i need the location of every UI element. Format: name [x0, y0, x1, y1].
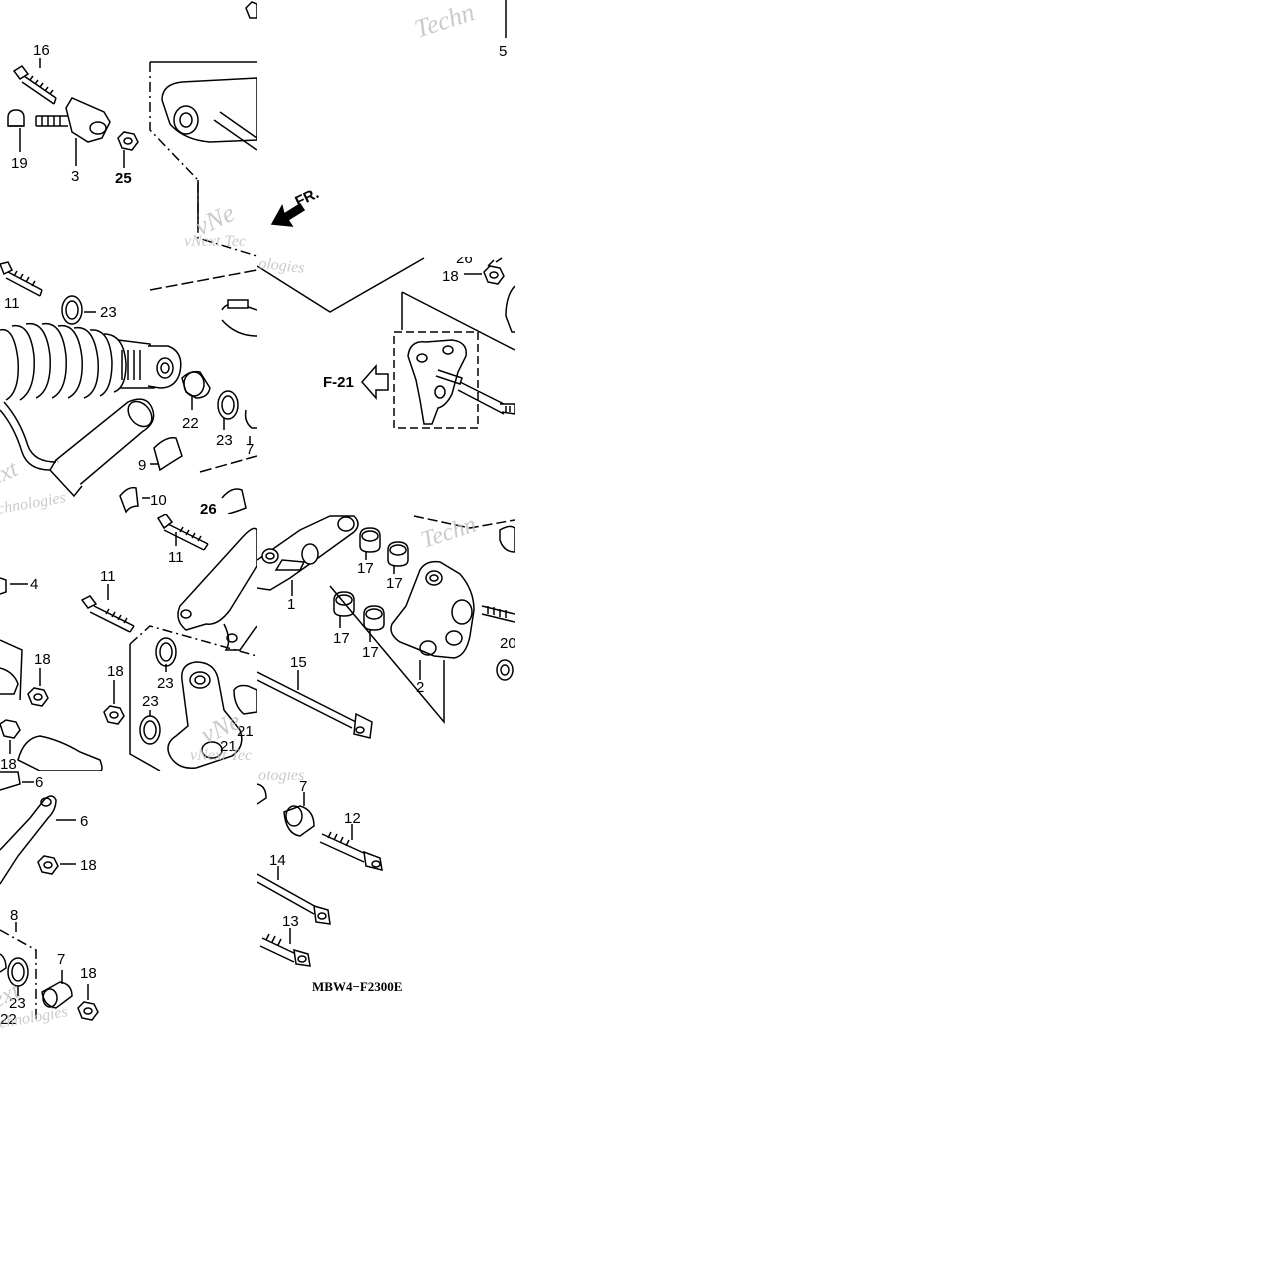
- callout-4: 4: [30, 576, 38, 593]
- callout-15: 15: [290, 654, 307, 671]
- watermark: vNext Tec: [184, 233, 246, 250]
- callout-23: 23: [142, 693, 159, 710]
- callout-22: 22: [182, 415, 199, 432]
- reference-arrow-icon: [361, 364, 389, 400]
- callout-10: 10: [150, 492, 167, 509]
- callout-18: 18: [80, 965, 97, 982]
- bolt-12-shape: [319, 824, 383, 872]
- shock-spring-shape: [0, 322, 155, 401]
- callout-25: 25: [115, 170, 132, 187]
- callout-11: 11: [168, 549, 184, 566]
- callout-18: 18: [80, 857, 97, 874]
- callout-18: 18: [34, 651, 51, 668]
- hose-clamp-shape: [221, 299, 257, 337]
- callout-6: 6: [80, 813, 88, 830]
- watermark: Techn: [418, 512, 480, 554]
- bracket-3-shape: [35, 97, 111, 143]
- reference-label: F-21: [323, 374, 354, 391]
- callout-13: 13: [282, 913, 299, 930]
- callout-6: 6: [35, 774, 43, 791]
- seal-23-shape: [217, 390, 239, 430]
- callout-7: 7: [57, 951, 65, 968]
- bolt-14-shape: [257, 866, 331, 925]
- callout-7: 7: [246, 441, 254, 458]
- bolt-13-shape: [259, 928, 311, 967]
- callout-11: 11: [100, 568, 116, 585]
- callout-22: 22: [0, 1011, 17, 1028]
- seal-23-shape: [61, 295, 96, 325]
- front-marker-label: FR.: [293, 185, 322, 211]
- callout-18: 18: [0, 756, 17, 773]
- nut-18-shape: [77, 984, 99, 1021]
- callout-12: 12: [344, 810, 361, 827]
- watermark: ologies: [258, 767, 304, 784]
- seal-23-shape: [7, 957, 29, 996]
- seal-23-shape: [155, 637, 177, 672]
- callout-1: 1: [287, 596, 295, 613]
- nut-18-shape: [37, 855, 76, 875]
- link-arm-shape: [177, 527, 257, 651]
- callout-18: 18: [442, 268, 459, 285]
- bolt-11-shape: [0, 261, 43, 297]
- link-plate-1-shape: [257, 515, 359, 596]
- bolt-15-shape: [257, 670, 373, 739]
- bolt-11-shape: [156, 514, 209, 551]
- seal-23-shape: [139, 710, 161, 745]
- callout-17: 17: [333, 630, 350, 647]
- callout-11: 11: [4, 295, 20, 312]
- callout-26: 26: [200, 501, 217, 518]
- reservoir-shape: [0, 398, 155, 498]
- callout-17: 17: [362, 644, 379, 661]
- nut-18-shape: [103, 680, 125, 725]
- bushing-22-shape: [181, 370, 211, 410]
- arm-6-shape: [0, 795, 76, 885]
- callout-14: 14: [269, 852, 286, 869]
- callout-8: 8: [10, 907, 18, 924]
- callout-23: 23: [100, 304, 117, 321]
- callout-7: 7: [299, 778, 307, 795]
- collar-17-shape: [387, 541, 409, 574]
- callout-21: 21: [220, 738, 237, 755]
- callout-17: 17: [386, 575, 403, 592]
- watermark: ologies: [258, 255, 306, 277]
- collar-7-shape: [283, 792, 315, 837]
- callout-5: 5: [499, 43, 507, 60]
- callout-23: 23: [157, 675, 174, 692]
- nut-25-shape: [117, 131, 139, 151]
- callout-18: 18: [107, 663, 124, 680]
- collar-17-shape: [363, 605, 385, 642]
- callout-23: 23: [9, 995, 26, 1012]
- watermark: chnologies: [0, 489, 67, 518]
- nut-18-shape: [27, 668, 49, 707]
- nut-18-shape: [0, 719, 21, 754]
- mount-bracket-shape: [407, 339, 467, 425]
- callout-16: 16: [33, 42, 50, 59]
- bolt-16-shape: [12, 64, 57, 105]
- callout-21: 21: [237, 723, 254, 740]
- callout-20: 20: [500, 635, 517, 652]
- rocker-arm-2-shape: [390, 560, 475, 680]
- watermark: Techn: [411, 0, 478, 44]
- callout-26: 26: [456, 250, 473, 267]
- bolt-11-shape: [80, 584, 135, 633]
- watermark: ext: [0, 455, 23, 491]
- callout-2: 2: [416, 679, 424, 696]
- dog-bone-link-shape: [167, 661, 243, 769]
- watermark: vNext Tec: [190, 747, 252, 764]
- collar-17-shape: [333, 591, 355, 628]
- callout-17: 17: [357, 560, 374, 577]
- callout-19: 19: [11, 155, 28, 172]
- diagram-code: MBW4−F2300E: [312, 979, 402, 994]
- shock-top-mount-shape: [161, 77, 257, 151]
- cap-nut-19-shape: [7, 109, 25, 127]
- collar-7-shape: [41, 970, 73, 1009]
- shock-lower-eye-shape: [147, 345, 182, 389]
- callout-3: 3: [71, 168, 79, 185]
- callout-9: 9: [138, 457, 146, 474]
- front-arrow-icon: [270, 202, 306, 227]
- callout-23: 23: [216, 432, 233, 449]
- collar-17-shape: [359, 527, 381, 560]
- nut-18-shape: [464, 265, 505, 285]
